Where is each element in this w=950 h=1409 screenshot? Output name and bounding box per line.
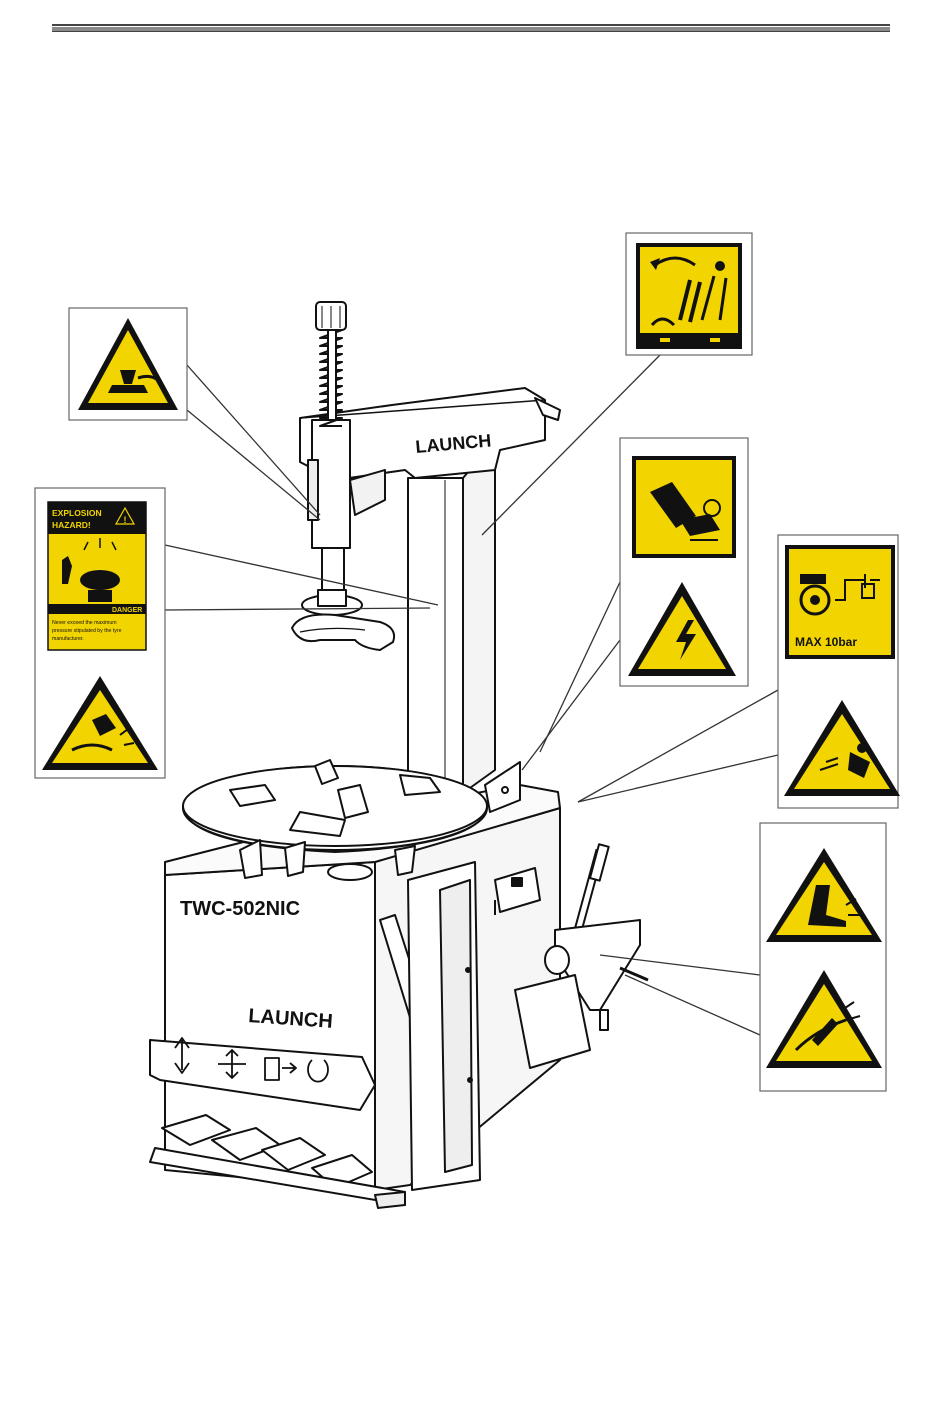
panel-foot-electrical — [620, 438, 748, 686]
svg-text:!: ! — [124, 515, 127, 525]
explosion-danger: DANGER — [112, 607, 142, 614]
explosion-title-1: EXPLOSION — [52, 508, 102, 518]
pressure-max-label: MAX 10bar — [795, 635, 857, 649]
foot-crush-icon — [632, 456, 736, 558]
rotating-arm-icon — [636, 243, 742, 349]
explosion-note-3: manufacturer. — [52, 636, 84, 642]
panel-hand-crush — [69, 308, 187, 420]
panel-bead-breaker — [760, 823, 886, 1091]
panel-rotating-arm — [626, 233, 752, 355]
explosion-title-2: HAZARD! — [52, 520, 91, 530]
explosion-note-2: pressure stipulated by the tyre — [52, 628, 122, 634]
model-label: TWC-502NIC — [180, 898, 300, 920]
panel-explosion: ! EXPLOSION HAZARD! DANGER Never exceed … — [35, 488, 165, 778]
panel-pressure: MAX 10bar — [778, 535, 900, 808]
explosion-note-1: Never exceed the maximum — [52, 620, 117, 626]
tire-changer-machine — [150, 302, 648, 1208]
